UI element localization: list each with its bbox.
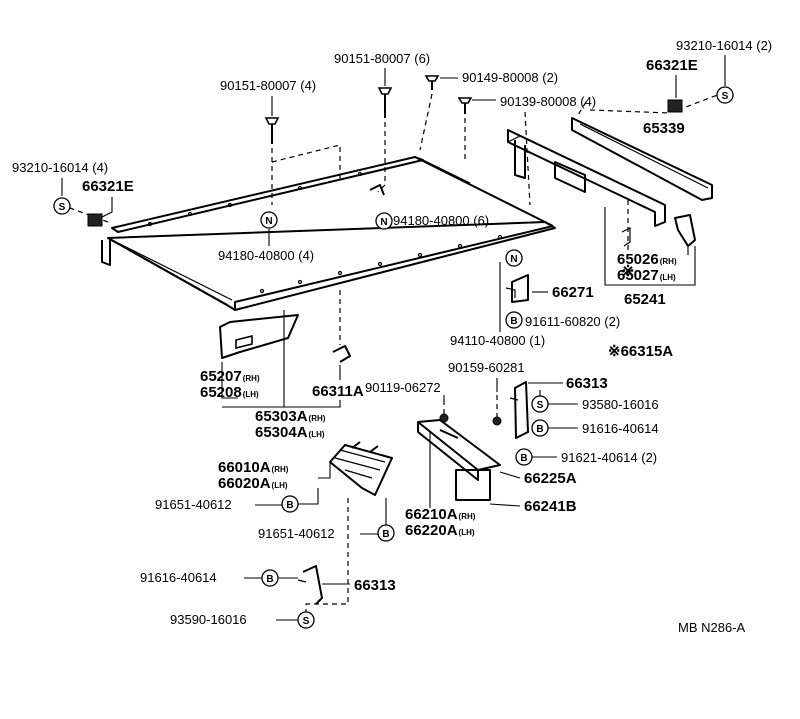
label-66210A: 66210A(RH): [405, 506, 476, 523]
label-94110-40800: 94110-40800 (1): [450, 333, 545, 348]
b-symbol-f: B: [266, 574, 273, 585]
crossmember-drawing: [507, 117, 713, 247]
label-66315A: ※66315A: [608, 343, 673, 360]
b-symbol-e: B: [520, 453, 527, 464]
label-90139-80008: 90139-80008 (4): [500, 94, 596, 109]
mudguard-left-drawing: [329, 441, 393, 496]
label-65303A: 65303A(RH): [255, 408, 326, 425]
s-washer-symbol-bottom: [297, 611, 315, 629]
label-90151-80007-6: 90151-80007 (6): [334, 51, 430, 66]
s-symbol-bottom: S: [303, 616, 310, 627]
label-91651-40612-a: 91651-40612: [155, 497, 232, 512]
s-symbol-top: S: [722, 91, 729, 102]
n-symbol-c: N: [510, 254, 517, 265]
n-nut-symbol-b: [375, 212, 393, 230]
label-65339: 65339: [643, 120, 685, 137]
label-93210-16014-2: 93210-16014 (2): [676, 38, 772, 53]
label-66321E-left: 66321E: [82, 178, 134, 195]
label-66020A: 66020A(LH): [218, 475, 288, 492]
label-91616-40614-right: 91616-40614: [582, 421, 659, 436]
label-65241: 65241: [624, 291, 666, 308]
kome-mark-symbol: ※: [622, 263, 635, 280]
label-91616-40614-bottom: 91616-40614: [140, 570, 217, 585]
s-washer-symbol-top: [716, 86, 734, 104]
label-93590-16016: 93590-16016: [170, 612, 247, 627]
label-66313-bottom: 66313: [354, 577, 396, 594]
label-65207: 65207(RH): [200, 368, 260, 385]
main-frame-drawing: [101, 156, 556, 311]
label-93210-16014-4: 93210-16014 (4): [12, 160, 108, 175]
n-nut-symbol-a: [260, 211, 278, 229]
label-91611-60820: 91611-60820 (2): [525, 314, 620, 329]
label-91651-40612-b: 91651-40612: [258, 526, 335, 541]
s-washer-symbol-left: [53, 197, 71, 215]
n-nut-symbol-c: [505, 249, 523, 267]
rubber-cushion-icon-left: [87, 213, 103, 227]
label-66241B: 66241B: [524, 498, 577, 515]
b-bolt-symbol-a: [505, 311, 523, 329]
s-symbol-left: S: [59, 202, 66, 213]
label-65027: 65027(LH): [617, 267, 676, 284]
n-symbol-a: N: [265, 216, 272, 227]
label-65304A: 65304A(LH): [255, 424, 325, 441]
label-65026: 65026(RH): [617, 251, 677, 268]
b-symbol-b: B: [286, 500, 293, 511]
rubber-cushion-icon-top: [667, 99, 683, 113]
label-66271: 66271: [552, 284, 594, 301]
b-symbol-d: B: [536, 424, 543, 435]
s-symbol-right: S: [537, 400, 544, 411]
bolt-icons: [264, 75, 473, 196]
label-94180-40800-6: 94180-40800 (6): [393, 213, 489, 228]
reference-code: MB N286-A: [678, 620, 746, 635]
label-65208: 65208(LH): [200, 384, 259, 401]
b-symbol-a: B: [510, 316, 517, 327]
label-91621-40614: 91621-40614 (2): [561, 450, 657, 465]
b-symbol-c: B: [382, 529, 389, 540]
label-66311A: 66311A: [312, 383, 364, 400]
label-66313-right: 66313: [566, 375, 608, 392]
label-90119-06272: 90119-06272: [365, 380, 441, 395]
label-94180-40800-4: 94180-40800 (4): [218, 248, 314, 263]
label-90159-60281: 90159-60281: [448, 360, 525, 375]
mudguard-right-drawing: [417, 381, 529, 501]
label-66010A: 66010A(RH): [218, 459, 289, 476]
label-90149-80008: 90149-80008 (2): [462, 70, 558, 85]
label-66225A: 66225A: [524, 470, 577, 487]
n-symbol-b: N: [380, 217, 387, 228]
label-93580-16016: 93580-16016: [582, 397, 659, 412]
label-90151-80007-4: 90151-80007 (4): [220, 78, 316, 93]
label-66220A: 66220A(LH): [405, 522, 475, 539]
label-66321E-top: 66321E: [646, 57, 698, 74]
